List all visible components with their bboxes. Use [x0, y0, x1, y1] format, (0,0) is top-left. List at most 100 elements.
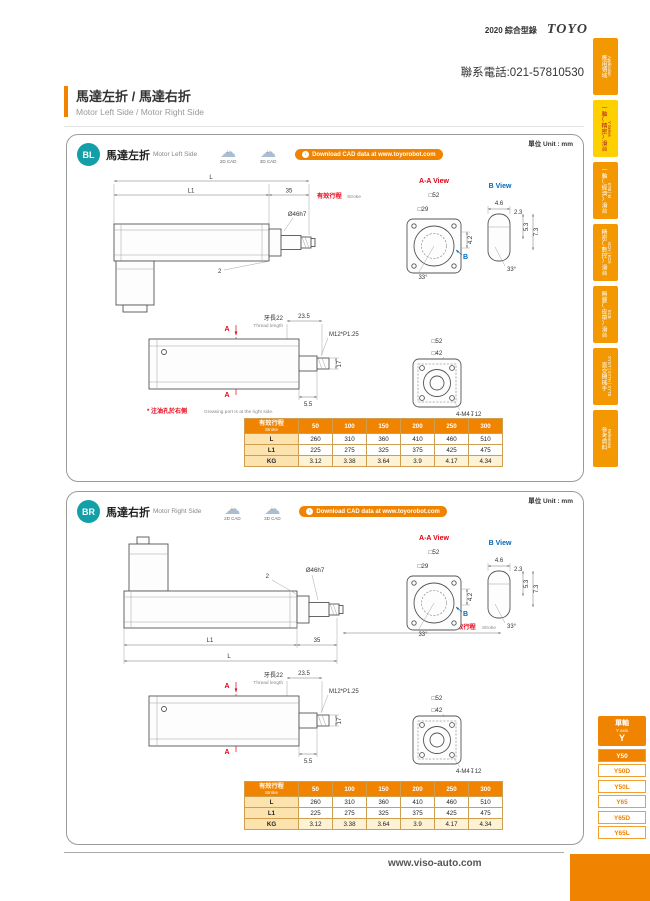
table-row-L1: L1 225 275 325 375 425 475	[244, 444, 503, 456]
stroke-header-en: Stroke	[264, 427, 278, 432]
dim-4-2-label: 4.2	[468, 592, 474, 601]
page-title: 馬達左折 / 馬達右折	[76, 89, 191, 104]
bl-badge: BL	[77, 143, 100, 166]
dim-5-5-label: 5.5	[304, 402, 313, 408]
aa-view-label: A-A View	[419, 535, 450, 542]
cloud-icon: ☁	[260, 143, 277, 161]
tab-label-zh: 應用領域	[600, 54, 606, 79]
b-direction-label: B	[463, 611, 468, 618]
tab-label-en: Application	[607, 56, 612, 77]
cad-2d-label: 2D CAD	[219, 158, 237, 164]
dim-sq42-label: □42	[432, 350, 443, 357]
table-cell: 4.34	[468, 455, 503, 467]
table-cell: 360	[366, 796, 401, 808]
rod-diameter-label: Ø46h7	[288, 211, 307, 218]
table-cell: 225	[298, 444, 333, 456]
table-cell: 275	[332, 444, 367, 456]
col-header: 50	[298, 781, 333, 797]
table-cell: 460	[434, 796, 469, 808]
motor-housing	[128, 543, 169, 592]
col-header: 300	[468, 781, 503, 797]
download-cad-button[interactable]: ↓ Download CAD data at www.toyorobot.com	[295, 149, 443, 160]
panel-title-en: Motor Right Side	[153, 508, 202, 515]
row-label: L	[244, 796, 299, 808]
table-cell: 3.12	[298, 818, 333, 830]
cad-2d-button[interactable]: ☁ ↓ 2D CAD	[217, 500, 247, 521]
cad-2d-label: 2D CAD	[224, 515, 241, 521]
title-divider	[64, 126, 584, 127]
grease-note-zh: * 注油孔於右側	[147, 407, 187, 415]
table-row-L1: L1 225 275 325 375 425 475	[244, 807, 503, 819]
dim-33deg-label: 33°	[507, 624, 517, 630]
dim-sq42-label: □42	[432, 707, 443, 714]
thread-length-en: Thread length	[253, 323, 283, 329]
tab-label-zh: 一軸(經濟)滑台	[600, 167, 606, 214]
dim-5-3-label: 5.3	[524, 579, 530, 588]
cad-3d-button[interactable]: ☁ ↓ 3D CAD	[257, 500, 287, 521]
axis-nav-header[interactable]: 單軸 Y axis Y	[598, 716, 646, 746]
br-end-view: □52 □42 4-M4↧12	[412, 695, 482, 775]
bl-b-view: B View 4.6 2.3 5.3 7.3 33°	[487, 183, 540, 273]
table-row-L: L 260 310 360 410 460 510	[244, 433, 503, 445]
section-a-bottom-label: A	[224, 392, 229, 399]
dim-2-label: 2	[218, 269, 222, 275]
axis-item-y65[interactable]: Y65	[598, 795, 646, 808]
axis-item-y65d[interactable]: Y65D	[598, 810, 646, 824]
table-cell: 475	[468, 444, 503, 456]
b-direction-label: B	[463, 254, 468, 261]
table-row-KG: KG 3.12 3.38 3.64 3.9 4.17 4.34	[244, 455, 503, 467]
dim-sq52-label: □52	[429, 192, 440, 199]
table-cell: 3.9	[400, 455, 435, 467]
cloud-icon: ☁	[224, 500, 241, 518]
b-view-label: B View	[489, 540, 512, 547]
axis-item-y50l[interactable]: Y50L	[598, 779, 646, 793]
website-url: www.viso-auto.com	[388, 858, 482, 869]
table-cell: 375	[400, 807, 435, 819]
cad-3d-button[interactable]: ☁ ↓ 3D CAD	[253, 143, 283, 164]
axis-item-y65l[interactable]: Y65L	[598, 826, 646, 839]
stroke-header-zh: 有效行程	[259, 420, 284, 427]
cloud-icon: ☁	[264, 500, 281, 518]
stroke-header-zh: 有效行程	[259, 783, 284, 790]
stroke-label-zh: 有效行程	[451, 623, 477, 631]
col-header: 250	[434, 418, 469, 434]
grease-port	[161, 349, 167, 355]
table-cell: 410	[400, 796, 435, 808]
cad-download-icons: ☁ ↓ 2D CAD ☁ ↓ 3D CAD	[213, 143, 283, 164]
download-icon: ↓	[306, 508, 314, 515]
cad-2d-button[interactable]: ☁ ↓ 2D CAD	[213, 144, 243, 164]
thread-length-en: Thread length	[253, 680, 283, 686]
panel-bl-header: BL 馬達左折 Motor Left Side ☁ ↓ 2D CAD ☁ ↓ 3…	[77, 143, 443, 166]
row-label: KG	[244, 818, 299, 830]
axis-item-y50[interactable]: Y50	[598, 748, 646, 762]
dim-5-5-label: 5.5	[304, 759, 313, 765]
bl-note: * 注油孔於右側 Greasing port is at the right s…	[147, 407, 273, 415]
page-title-block: 馬達左折 / 馬達右折 Motor Left Side / Motor Righ…	[64, 86, 204, 117]
panel-title-zh: 馬達左折	[106, 149, 150, 162]
table-cell: 225	[298, 807, 333, 819]
contact-phone: 聯系電話:021-57810530	[460, 67, 584, 79]
dim-2-3-label: 2.3	[514, 210, 523, 216]
table-cell: 275	[332, 807, 367, 819]
table-cell: 4.34	[468, 818, 503, 830]
dim-33deg-label: 33°	[418, 275, 428, 281]
dim-sq52-label: □52	[432, 338, 443, 345]
download-cad-button[interactable]: ↓ Download CAD data at www.toyorobot.com	[299, 506, 447, 517]
dim-2-3-label: 2.3	[514, 567, 523, 573]
axis-item-y50d[interactable]: Y50D	[598, 764, 646, 777]
dim-4m4-label: 4-M4↧12	[456, 768, 482, 775]
dim-m12-label: M12*P1.25	[329, 689, 359, 695]
dim-4-6-label: 4.6	[495, 558, 504, 564]
section-a-top-label: A	[224, 683, 229, 690]
col-header: 200	[400, 418, 435, 434]
dim-23-5-label: 23.5	[298, 314, 310, 320]
